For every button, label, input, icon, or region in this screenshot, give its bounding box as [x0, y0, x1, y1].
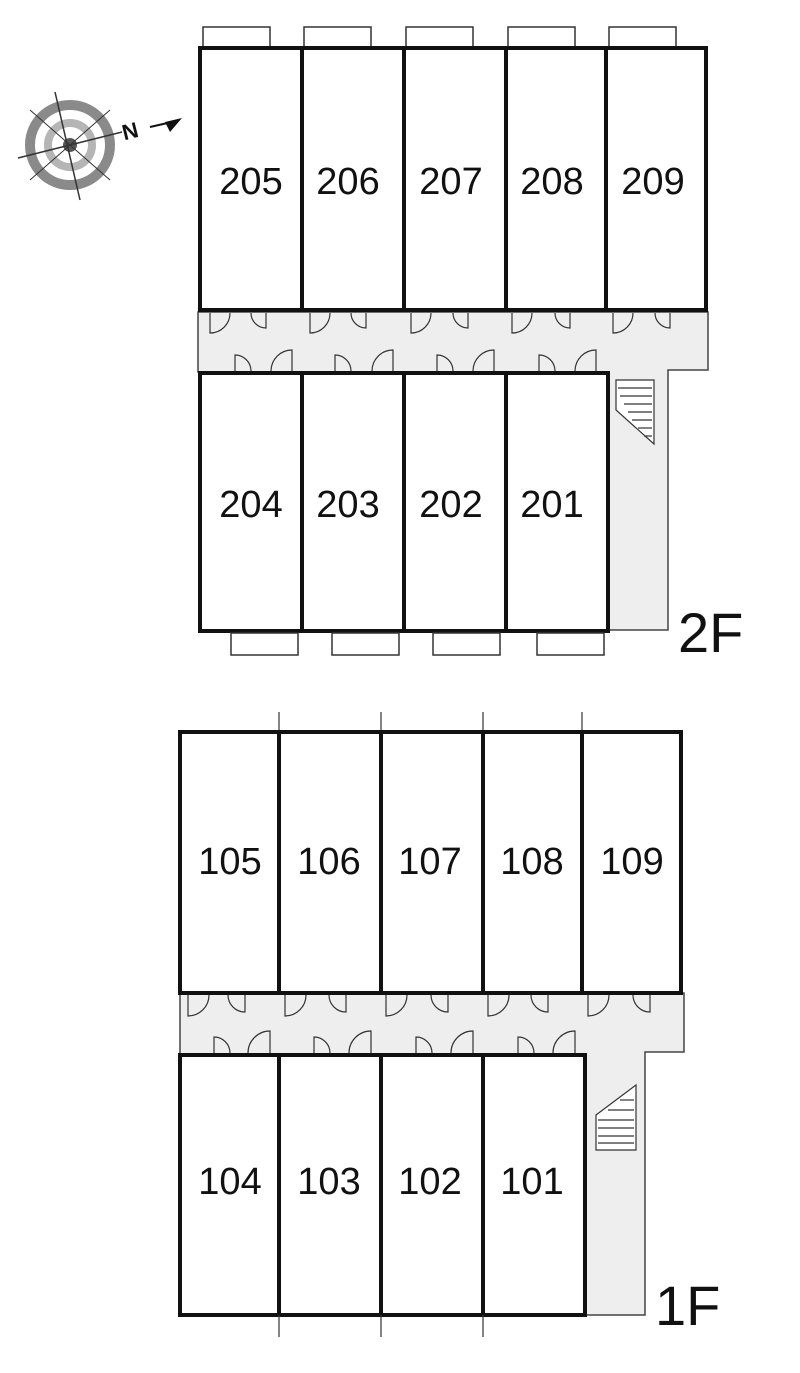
- staircase: [595, 1083, 637, 1151]
- door-icons-top-1f: [187, 994, 651, 1017]
- room-106: [277, 730, 383, 995]
- room-label: 108: [500, 841, 563, 883]
- room-201: [504, 371, 610, 633]
- room-label: 202: [419, 484, 482, 526]
- floor-1f: 105 106 107 108 109 104 103 102 101 1F: [178, 712, 720, 1337]
- room-label: 105: [198, 841, 261, 883]
- compass-icon: [17, 91, 182, 201]
- compass-north-label: N: [119, 117, 140, 145]
- room-209: [604, 46, 708, 312]
- balcony: [507, 26, 576, 48]
- room-label: 206: [316, 161, 379, 203]
- floor-label-2f: 2F: [678, 601, 743, 664]
- room-107: [379, 730, 485, 995]
- room-208: [504, 46, 608, 312]
- staircase: [615, 379, 655, 446]
- balcony: [202, 26, 271, 48]
- door-icons-top-2f: [209, 312, 671, 334]
- room-label: 207: [419, 161, 482, 203]
- room-104: [178, 1053, 281, 1317]
- room-109: [580, 730, 683, 995]
- room-101: [481, 1053, 587, 1317]
- room-label: 101: [500, 1161, 563, 1203]
- floor-label-1f: 1F: [655, 1274, 720, 1337]
- balcony: [432, 632, 501, 656]
- room-label: 103: [297, 1161, 360, 1203]
- balcony: [608, 26, 677, 48]
- balcony: [536, 632, 605, 656]
- room-label: 201: [520, 484, 583, 526]
- balcony: [303, 26, 372, 48]
- balcony: [230, 632, 299, 656]
- room-label: 106: [297, 841, 360, 883]
- door-icons-bottom-2f: [234, 349, 597, 372]
- room-102: [379, 1053, 485, 1317]
- door-icons-bottom-1f: [213, 1030, 576, 1054]
- room-label: 102: [398, 1161, 461, 1203]
- room-207: [402, 46, 508, 312]
- room-label: 109: [600, 841, 663, 883]
- room-206: [300, 46, 406, 312]
- room-label: 205: [219, 161, 282, 203]
- room-label: 203: [316, 484, 379, 526]
- room-label: 107: [398, 841, 461, 883]
- room-label: 204: [219, 484, 282, 526]
- room-202: [402, 371, 508, 633]
- balcony: [331, 632, 400, 656]
- room-label: 209: [621, 161, 684, 203]
- room-label: 104: [198, 1161, 261, 1203]
- room-label: 208: [520, 161, 583, 203]
- floor-2f: 205 206 207 208 209 204 203 202 201 2F: [197, 26, 743, 664]
- room-103: [277, 1053, 383, 1317]
- balcony: [405, 26, 474, 48]
- room-203: [300, 371, 406, 633]
- room-205: [198, 46, 304, 312]
